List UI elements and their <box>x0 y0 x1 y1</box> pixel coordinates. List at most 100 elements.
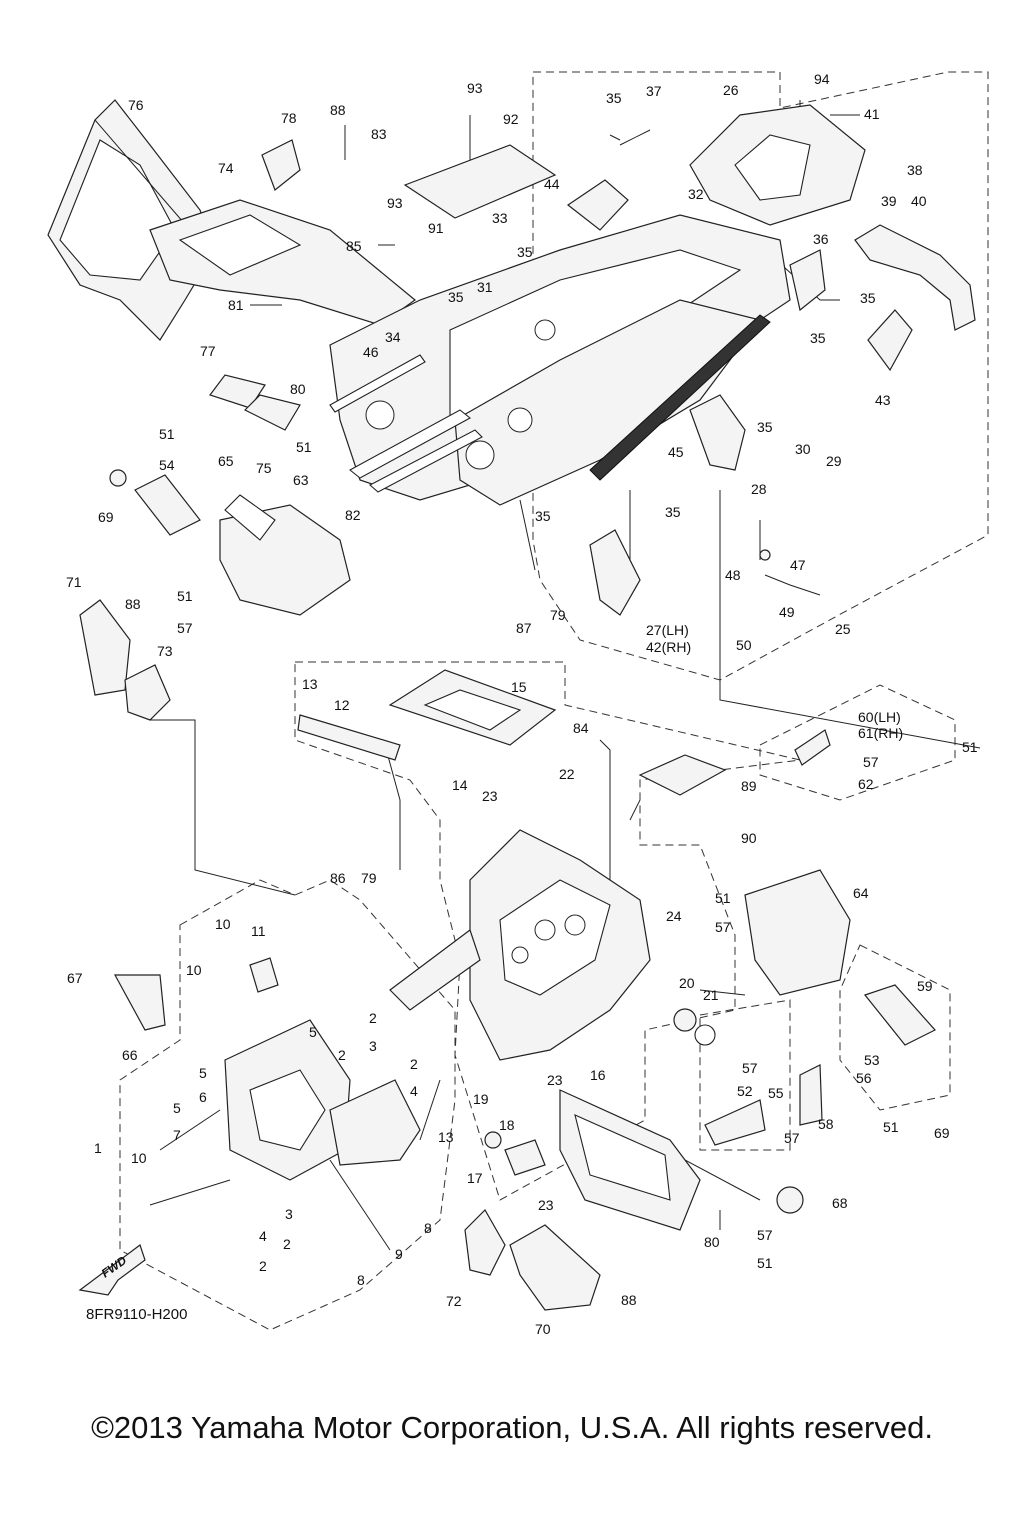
callout-label: 51 <box>757 1255 773 1271</box>
callout-label: 1 <box>94 1140 102 1156</box>
suspension-bracket-5 <box>224 1019 351 1181</box>
callout-label: 88 <box>125 596 141 612</box>
plate-89 <box>638 754 727 796</box>
callout-label: 21 <box>703 987 719 1003</box>
callout-label: 35 <box>757 419 773 435</box>
bracket-58 <box>799 1064 823 1126</box>
callout-label: 67 <box>67 970 83 986</box>
callout-label: 54 <box>159 457 175 473</box>
callout-label: 87 <box>516 620 532 636</box>
callout-label: 74 <box>218 160 234 176</box>
bracket-60-61 <box>794 729 831 766</box>
callout-label: 93 <box>467 80 483 96</box>
callout-label: 51 <box>159 426 175 442</box>
rail-46 <box>329 354 426 413</box>
callout-label: 34 <box>385 329 401 345</box>
callout-label: 26 <box>723 82 739 98</box>
callout-label: 27(LH) <box>646 622 689 638</box>
callout-label: 81 <box>228 297 244 313</box>
plate-15 <box>388 669 557 746</box>
plate-92 <box>403 144 557 219</box>
callout-label: 94 <box>814 71 830 87</box>
callout-label: 91 <box>428 220 444 236</box>
callout-label: 35 <box>860 290 876 306</box>
callout-label: 62 <box>858 776 874 792</box>
callout-label: 86 <box>330 870 346 886</box>
callout-label: 76 <box>128 97 144 113</box>
callout-label: 83 <box>371 126 387 142</box>
callout-label: 53 <box>864 1052 880 1068</box>
pads-77-75 <box>209 374 301 431</box>
callout-label: 3 <box>369 1038 377 1054</box>
callout-label: 64 <box>853 885 869 901</box>
bar-12 <box>297 714 401 761</box>
mount-53 <box>863 984 936 1046</box>
callout-label: 88 <box>621 1292 637 1308</box>
callout-label: 57 <box>742 1060 758 1076</box>
callout-label: 47 <box>790 557 806 573</box>
front-frame <box>389 829 651 1061</box>
cover-64 <box>744 869 851 996</box>
callout-label: 4 <box>259 1228 267 1244</box>
bracket-66 <box>113 974 166 1031</box>
callout-label: 17 <box>467 1170 483 1186</box>
bracket-36 <box>789 249 826 312</box>
callout-label: 2 <box>259 1258 267 1274</box>
callout-label: 38 <box>907 162 923 178</box>
callout-label: 30 <box>795 441 811 457</box>
callout-label: 90 <box>741 830 757 846</box>
console-74 <box>149 199 416 326</box>
callout-label: 57 <box>784 1130 800 1146</box>
callout-label: 55 <box>768 1085 784 1101</box>
callout-label: 24 <box>666 908 682 924</box>
callout-label: 35 <box>448 289 464 305</box>
callout-label: 69 <box>934 1125 950 1141</box>
callout-label: 51 <box>962 739 978 755</box>
callout-label: 35 <box>606 90 622 106</box>
steering-post-65 <box>219 494 351 616</box>
radiator-16 <box>559 1089 701 1231</box>
callout-label: 23 <box>547 1072 563 1088</box>
callout-label: 6 <box>199 1089 207 1105</box>
callout-label: 56 <box>856 1070 872 1086</box>
callout-label: 70 <box>535 1321 551 1337</box>
callout-label: 61(RH) <box>858 725 903 741</box>
callout-label: 66 <box>122 1047 138 1063</box>
callout-label: 18 <box>499 1117 515 1133</box>
callout-label: 73 <box>157 643 173 659</box>
callout-label: 2 <box>283 1236 291 1252</box>
callout-label: 25 <box>835 621 851 637</box>
mount-54 <box>109 469 201 536</box>
cover-72 <box>464 1209 506 1276</box>
callout-label: 71 <box>66 574 82 590</box>
callout-label: 85 <box>346 238 362 254</box>
callout-labels: 93 94 35 37 26 41 76 88 92 78 83 74 44 3… <box>66 71 978 1337</box>
callout-label: 12 <box>334 697 350 713</box>
callout-label: 15 <box>511 679 527 695</box>
callout-label: 75 <box>256 460 272 476</box>
callout-label: 22 <box>559 766 575 782</box>
bracket-2-4 <box>329 1079 421 1166</box>
copyright-notice: ©2013 Yamaha Motor Corporation, U.S.A. A… <box>91 1410 933 1445</box>
callout-label: 19 <box>473 1091 489 1107</box>
guard-71 <box>79 599 131 696</box>
callout-label: 84 <box>573 720 589 736</box>
callout-label: 57 <box>715 919 731 935</box>
callout-label: 57 <box>177 620 193 636</box>
callout-label: 37 <box>646 83 662 99</box>
bracket-28 <box>689 394 746 471</box>
callout-label: 43 <box>875 392 891 408</box>
callout-label: 88 <box>330 102 346 118</box>
pipe-38 <box>854 224 976 331</box>
callout-label: 39 <box>881 193 897 209</box>
callout-label: 65 <box>218 453 234 469</box>
callout-label: 10 <box>131 1150 147 1166</box>
callout-label: 57 <box>863 754 879 770</box>
callout-label: 35 <box>665 504 681 520</box>
callout-label: 28 <box>751 481 767 497</box>
callout-label: 41 <box>864 106 880 122</box>
group-boundaries <box>119 71 989 1331</box>
callout-label: 8 <box>424 1220 432 1236</box>
callout-label: 82 <box>345 507 361 523</box>
callout-label: 35 <box>810 330 826 346</box>
